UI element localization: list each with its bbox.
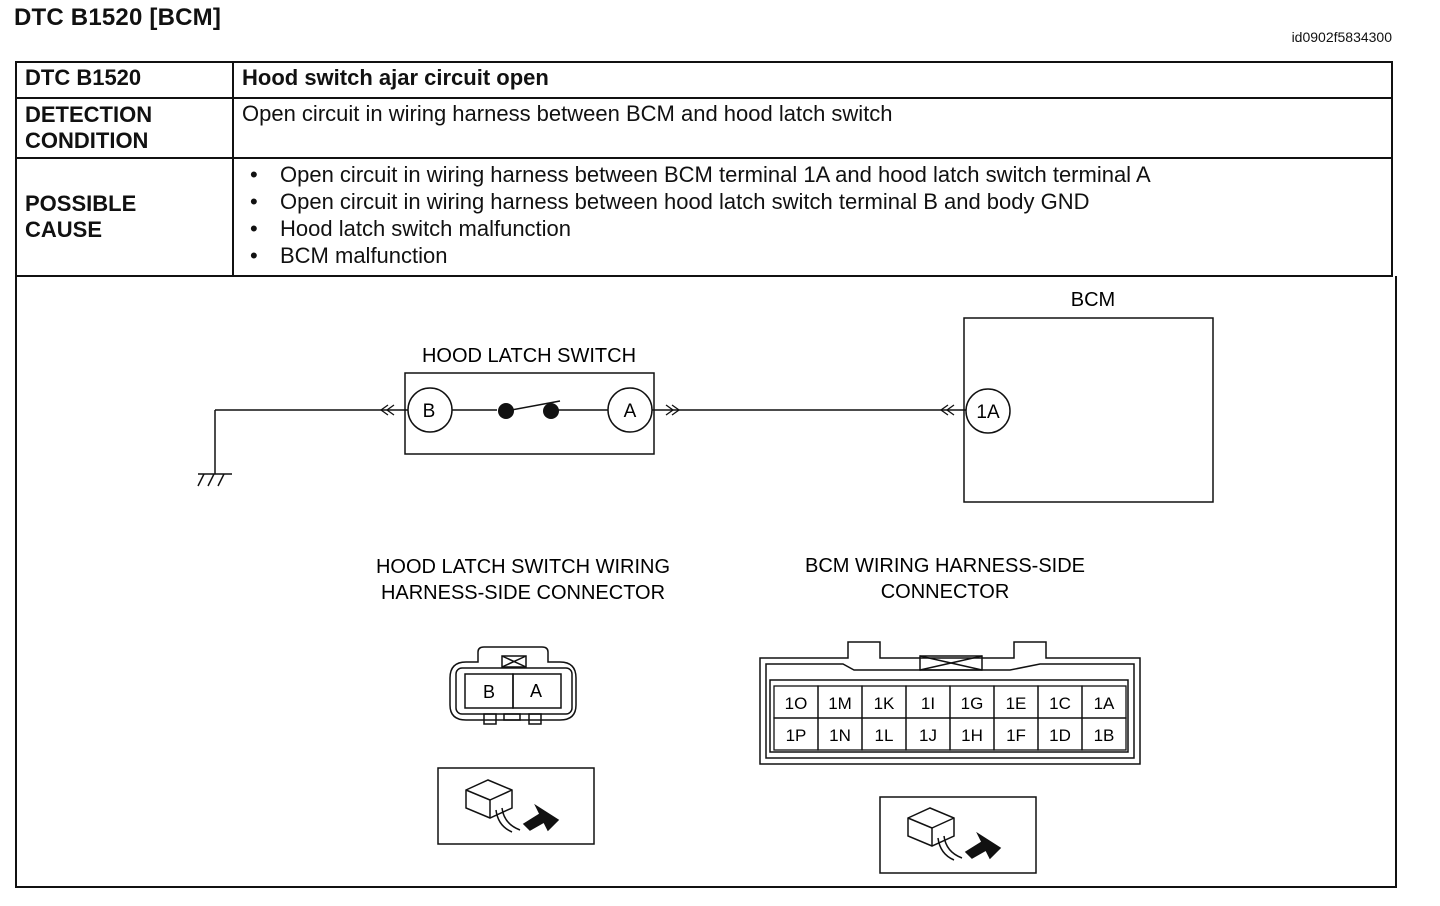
diagram-frame — [15, 276, 1397, 888]
bcm-pin-label: 1L — [875, 726, 894, 745]
bcm-pin-label: 1M — [828, 694, 852, 713]
terminal-1a-label: 1A — [976, 402, 1000, 423]
bcm-pin-label: 1C — [1049, 694, 1071, 713]
terminal-1a-circle — [965, 388, 1011, 434]
bcm-pin-label: 1G — [961, 694, 984, 713]
bcm-pin-label: 1B — [1094, 726, 1115, 745]
bcm-connector-caption-line2: CONNECTOR — [881, 581, 1010, 603]
bcm-pin-label: 1F — [1006, 726, 1026, 745]
bcm-pin-label: 1J — [919, 726, 937, 745]
switch-contact — [543, 403, 559, 419]
bcm-pin-label: 1E — [1006, 694, 1027, 713]
switch-contact — [498, 403, 514, 419]
bcm-pin-label: 1D — [1049, 726, 1071, 745]
list-item: Open circuit in wiring harness between B… — [250, 161, 1383, 188]
detection-label-line1: DETECTION — [25, 102, 153, 127]
switch-connector-caption-line1: HOOD LATCH SWITCH WIRING — [376, 556, 670, 578]
bcm-pin-label: 1K — [874, 694, 895, 713]
terminal-a-circle — [607, 387, 653, 433]
table-row: POSSIBLE CAUSE Open circuit in wiring ha… — [15, 157, 1393, 277]
dtc-table: DTC B1520 Hood switch ajar circuit open … — [15, 61, 1393, 277]
bcm-pin-label: 1P — [786, 726, 807, 745]
list-item: Open circuit in wiring harness between h… — [250, 188, 1383, 215]
cause-list: Open circuit in wiring harness between B… — [242, 161, 1383, 269]
bcm-box — [963, 317, 1214, 503]
hood-latch-switch-label: HOOD LATCH SWITCH — [422, 345, 636, 367]
page-title: DTC B1520 [BCM] — [14, 4, 222, 31]
cause-label-line1: POSSIBLE — [25, 191, 137, 216]
dtc-code-cell: DTC B1520 — [15, 61, 234, 99]
bcm-pin-label: 1A — [1094, 694, 1115, 713]
connector-mark — [379, 404, 955, 416]
switch-connector-pin: A — [530, 681, 542, 701]
bcm-pin-label: 1N — [829, 726, 851, 745]
detection-condition-label: DETECTION CONDITION — [15, 97, 234, 159]
possible-cause-list-cell: Open circuit in wiring harness between B… — [232, 157, 1393, 277]
table-row: DETECTION CONDITION Open circuit in wiri… — [15, 97, 1393, 159]
hood-latch-switch-box — [404, 372, 655, 455]
document-id: id0902f5834300 — [1291, 29, 1392, 45]
terminal-a-label: A — [624, 401, 637, 422]
terminal-b-label: B — [423, 401, 436, 422]
bcm-pin-label: 1O — [785, 694, 808, 713]
bcm-pin-label: 1H — [961, 726, 983, 745]
list-item: BCM malfunction — [250, 242, 1383, 269]
view-direction-icon — [437, 767, 595, 845]
bcm-pin-cell — [1081, 717, 1127, 751]
bcm-label: BCM — [1071, 289, 1115, 311]
switch-connector-caption-line2: HARNESS-SIDE CONNECTOR — [381, 582, 665, 604]
dtc-description-cell: Hood switch ajar circuit open — [232, 61, 1393, 99]
view-direction-icon — [879, 796, 1037, 874]
ground-symbol — [197, 410, 232, 487]
bcm-connector-pins: 1O 1M 1K 1I 1G 1E 1C 1A 1P 1N 1L 1J 1H 1F 1D 1B — [773, 685, 1127, 751]
bcm-pin-label: 1I — [921, 694, 935, 713]
switch-blade — [505, 400, 561, 412]
cause-label-line2: CAUSE — [25, 217, 103, 242]
detection-condition-value: Open circuit in wiring harness between B… — [232, 97, 1393, 159]
terminal-b-circle — [407, 387, 453, 433]
table-row: DTC B1520 Hood switch ajar circuit open — [15, 61, 1393, 99]
detection-label-line2: CONDITION — [25, 128, 149, 153]
bcm-connector-face — [759, 641, 1141, 765]
possible-cause-label: POSSIBLE CAUSE — [15, 157, 234, 277]
switch-connector-face — [449, 646, 577, 725]
bcm-connector-caption-line1: BCM WIRING HARNESS-SIDE — [805, 555, 1085, 577]
switch-connector-pin: B — [483, 682, 495, 702]
list-item: Hood latch switch malfunction — [250, 215, 1383, 242]
